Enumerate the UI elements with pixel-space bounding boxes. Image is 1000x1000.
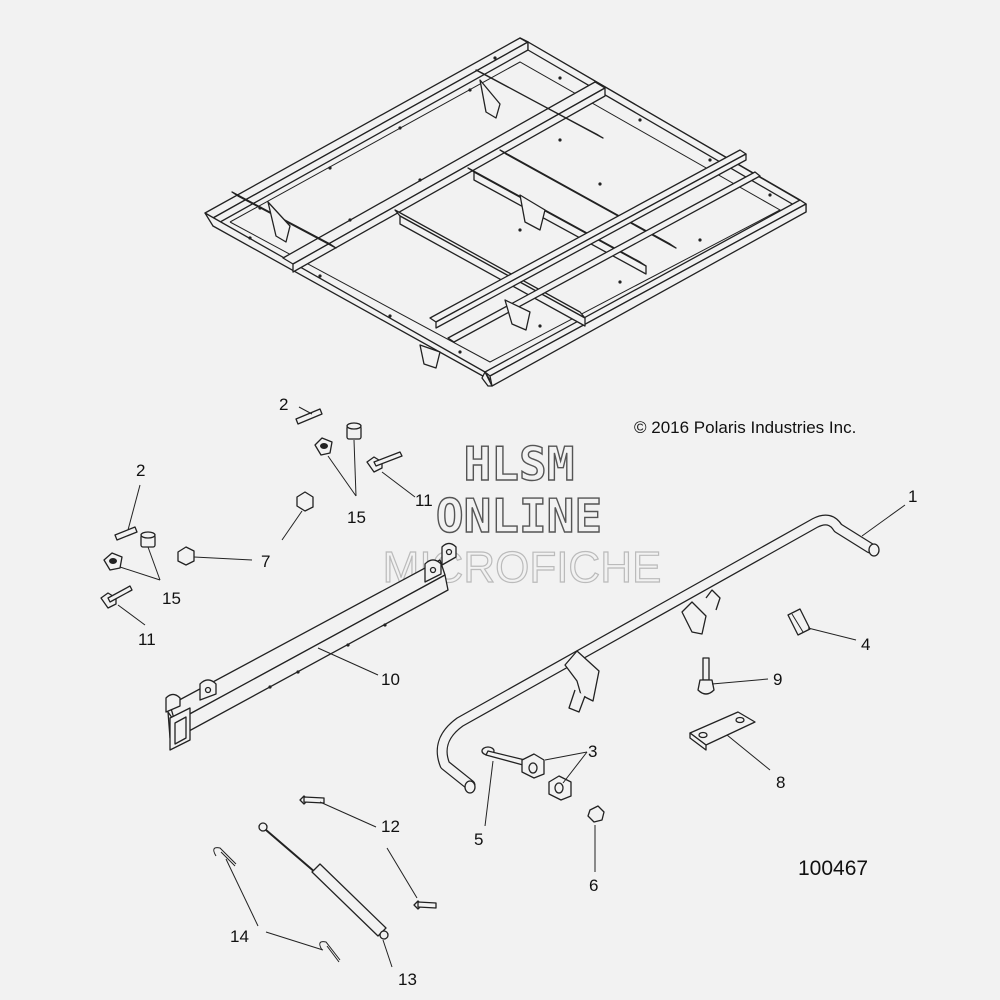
part-13-gas-strut bbox=[258, 822, 389, 940]
callout-12: 12 bbox=[381, 817, 400, 836]
left-fastener-group bbox=[100, 491, 314, 609]
callout-15-top: 15 bbox=[347, 508, 366, 527]
part-5-bolt bbox=[481, 746, 526, 766]
callout-6: 6 bbox=[589, 876, 598, 895]
callout-11-top: 11 bbox=[415, 491, 433, 510]
callout-2-top: 2 bbox=[279, 395, 288, 414]
callout-15-left: 15 bbox=[162, 589, 181, 608]
callout-10: 10 bbox=[381, 670, 400, 689]
part-4-clip bbox=[787, 608, 811, 636]
watermark-line-2: ONLINE bbox=[436, 489, 602, 543]
callout-11-left: 11 bbox=[138, 630, 156, 649]
callout-4: 4 bbox=[861, 635, 870, 654]
leader-lines bbox=[117, 406, 906, 968]
callout-7: 7 bbox=[261, 552, 270, 571]
part-10-channel-bracket bbox=[165, 542, 457, 751]
part-9-rivet bbox=[697, 657, 715, 695]
cargo-bed-frame bbox=[204, 37, 807, 387]
part-14-clips bbox=[213, 847, 341, 963]
part-3-clamps bbox=[521, 753, 572, 801]
callout-5: 5 bbox=[474, 830, 483, 849]
top-fastener-group bbox=[295, 408, 403, 473]
part-6-nut bbox=[587, 805, 605, 823]
part-12-pins bbox=[299, 795, 437, 910]
callout-14: 14 bbox=[230, 927, 249, 946]
callout-13: 13 bbox=[398, 970, 417, 989]
callout-3: 3 bbox=[588, 742, 597, 761]
callout-labels: 1 2 2 3 4 5 6 7 8 9 10 11 11 12 13 14 15… bbox=[136, 395, 917, 989]
part-8-plate bbox=[689, 711, 756, 751]
callout-2-left: 2 bbox=[136, 461, 145, 480]
callout-8: 8 bbox=[776, 773, 785, 792]
part-1-handle-tube bbox=[436, 514, 880, 794]
copyright-notice: © 2016 Polaris Industries Inc. bbox=[634, 418, 856, 437]
watermark-line-1: HLSM bbox=[464, 437, 575, 491]
callout-9: 9 bbox=[773, 670, 782, 689]
document-number: 100467 bbox=[798, 857, 868, 880]
callout-1: 1 bbox=[908, 487, 917, 506]
